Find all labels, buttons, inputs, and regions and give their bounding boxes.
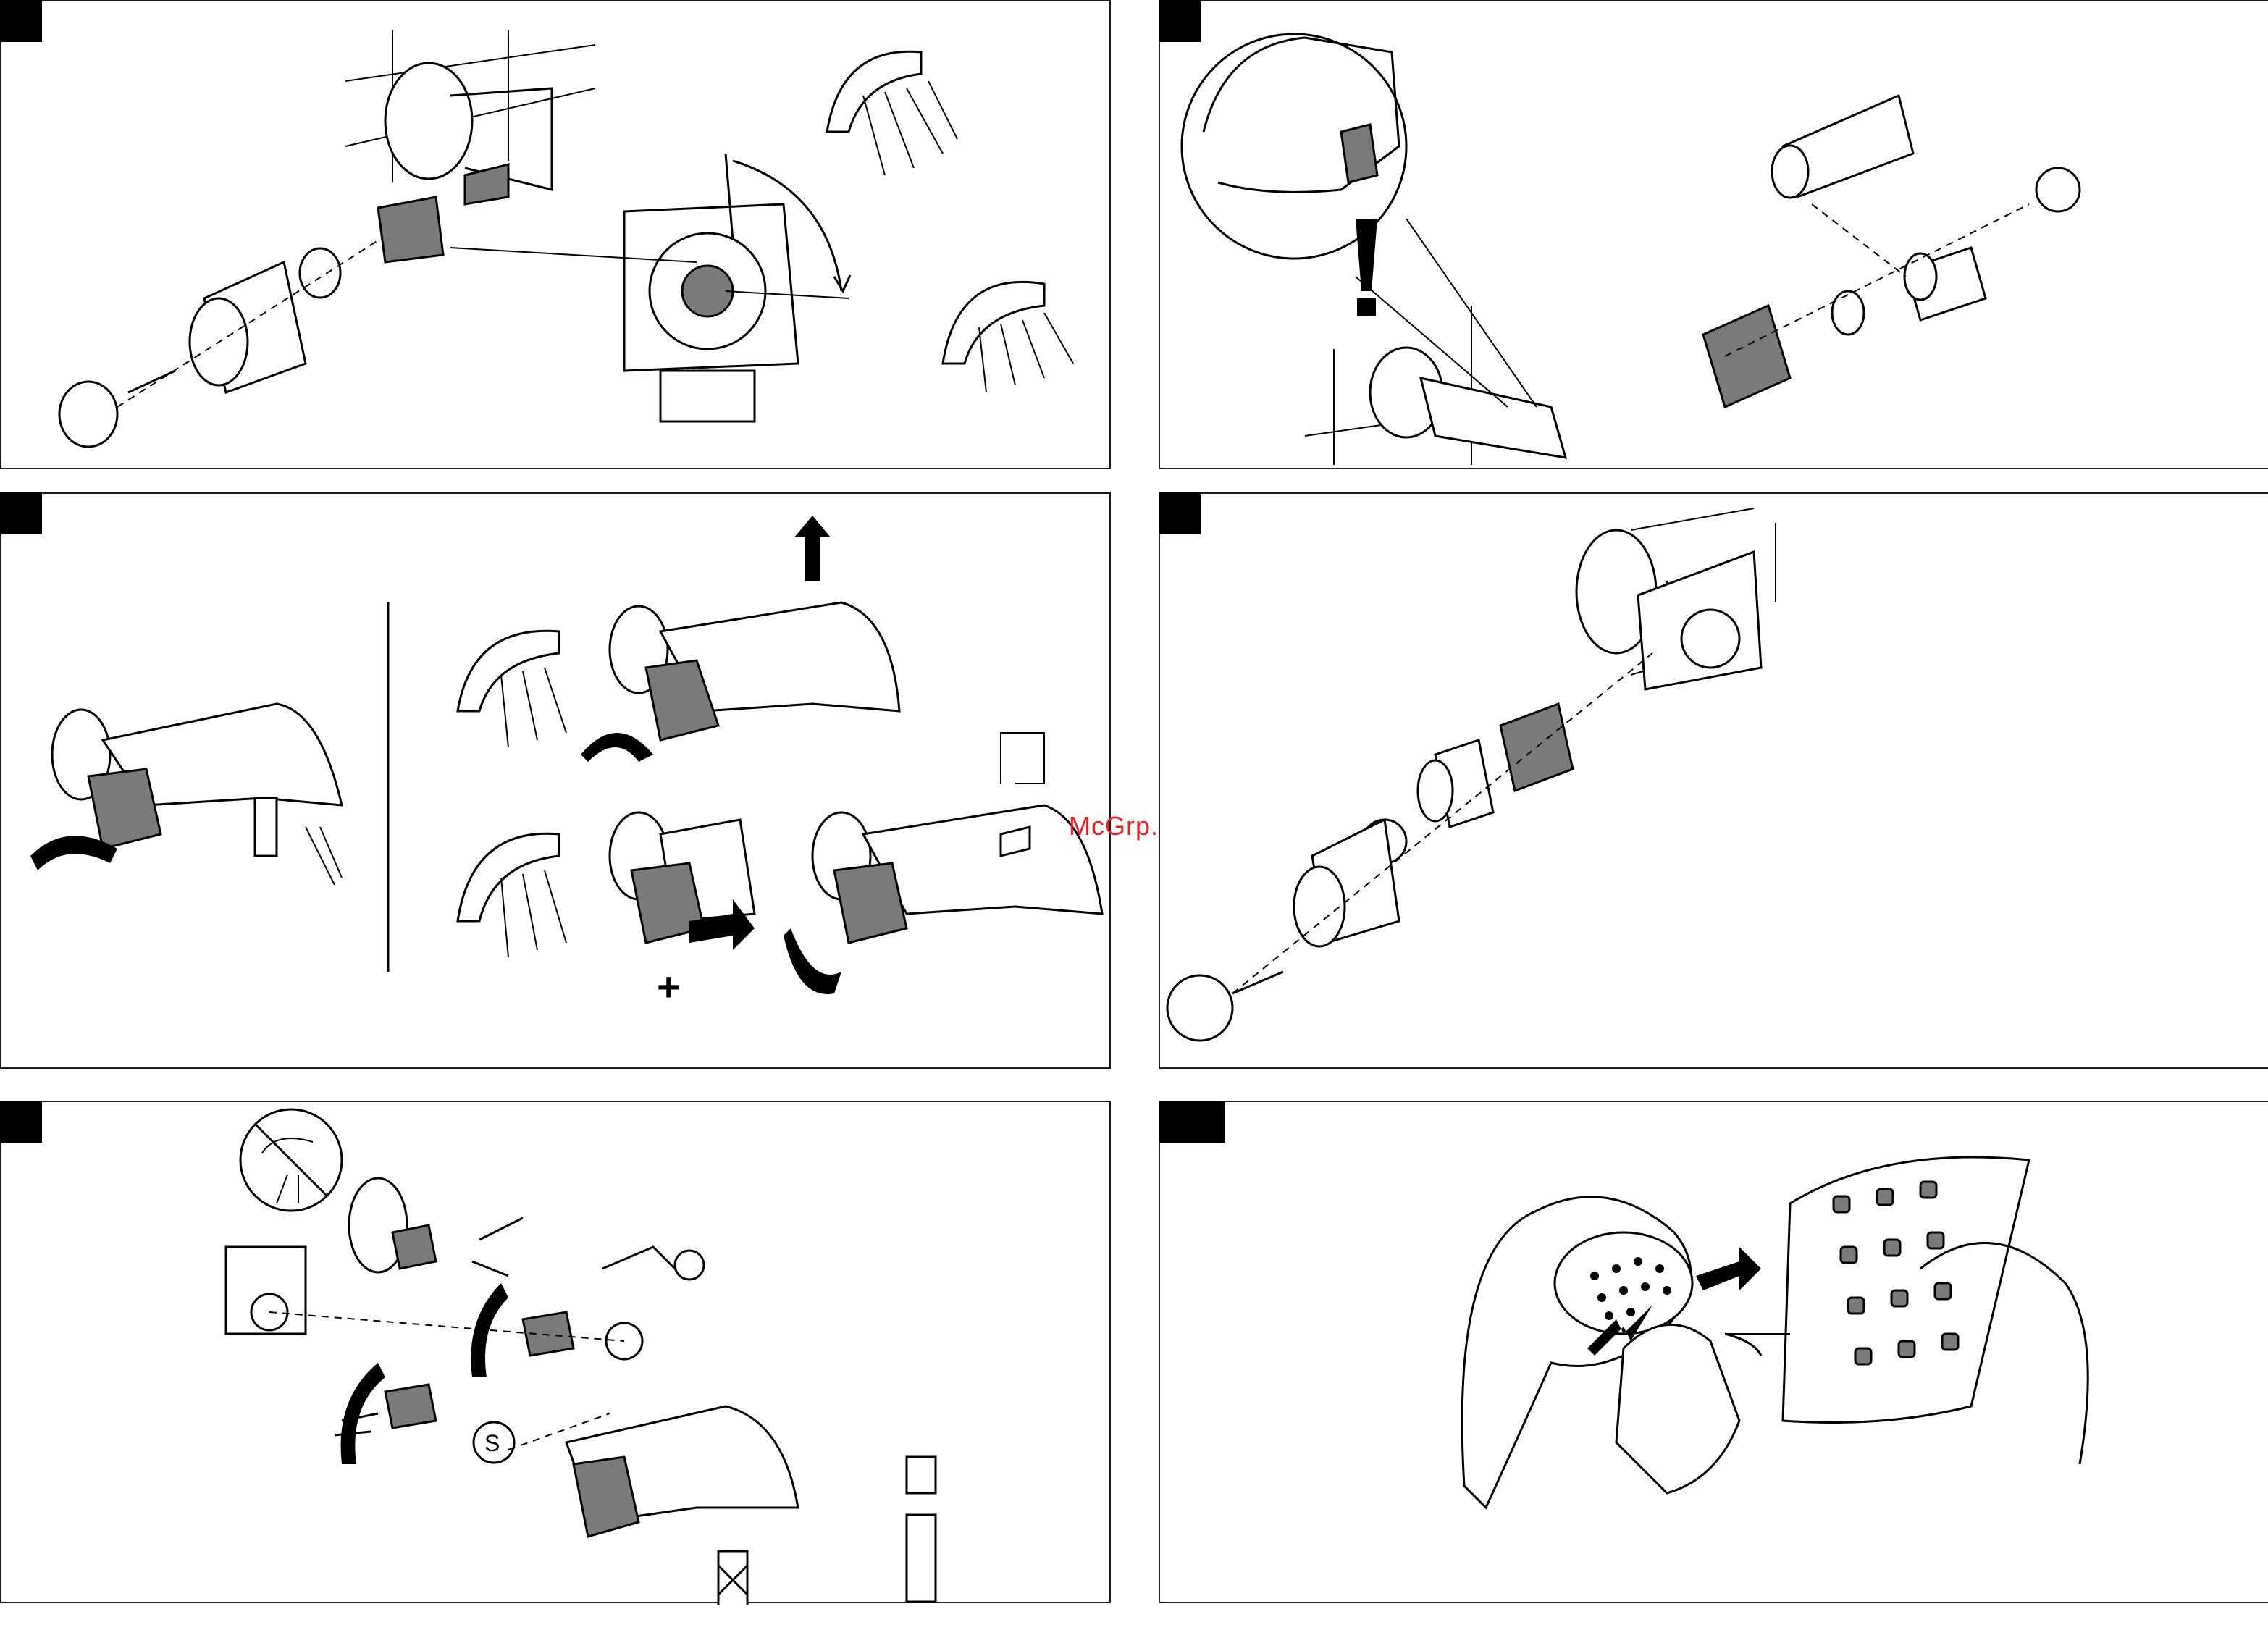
cartridge [378,197,443,262]
panel-1 [0,0,1111,469]
plus-sign: + [657,964,681,1009]
panel-4-illustration [1160,494,2268,1070]
shower-head-icon [458,833,566,957]
panel-5-illustration: S [1,1102,1112,1605]
panel-2 [1159,0,2268,469]
mixer-body [1421,378,1566,458]
wall-flange [385,63,472,179]
hand [1616,1324,1739,1493]
exclamation-icon [1356,219,1377,316]
arrow-icon [341,1363,385,1464]
panel-2-illustration [1160,1,2268,471]
thermo-cartridge [1703,306,1790,407]
panel-6 [1159,1101,2268,1603]
cap [1167,975,1232,1041]
cap [59,382,117,447]
shower-head-icon [943,282,1073,392]
panel-3-illustration: + [1,494,1112,1070]
s-label: S [484,1430,500,1456]
panel-3: + McGrp.Ru [0,492,1111,1069]
arrow-icon [784,928,841,994]
prohibited-shower-icon [240,1109,342,1211]
panel-6-illustration [1160,1102,2268,1605]
panel-4 [1159,492,2268,1069]
panel-1-illustration [1,1,1112,471]
arrow-icon [471,1283,508,1377]
shower-head-icon [458,631,566,747]
shower-head-icon [827,51,957,175]
temperature-handle [88,769,161,849]
panel-5: S [0,1101,1111,1603]
